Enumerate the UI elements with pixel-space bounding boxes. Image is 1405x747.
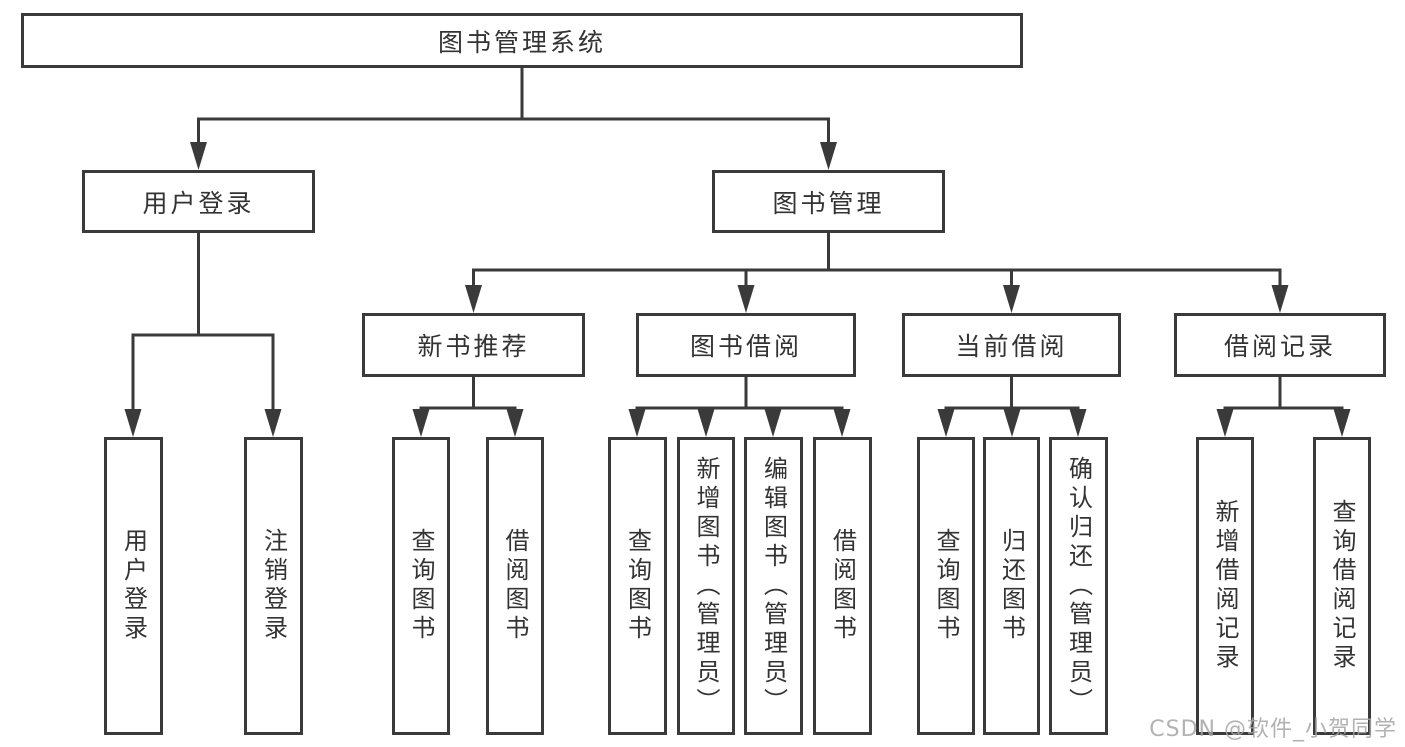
node-borrowing-records: 借阅记录 bbox=[1174, 313, 1386, 377]
leaf-recommend-borrow-book: 借阅图书 bbox=[486, 437, 544, 735]
leaf-query-borrow-record: 查询借阅记录 bbox=[1313, 437, 1371, 735]
leaf-current-query-book: 查询图书 bbox=[917, 437, 975, 735]
leaf-user-login: 用户登录 bbox=[104, 437, 163, 735]
leaf-add-borrow-record: 新增借阅记录 bbox=[1196, 437, 1254, 735]
node-new-book-recommend: 新书推荐 bbox=[362, 313, 585, 377]
leaf-borrowing-query-book: 查询图书 bbox=[608, 437, 667, 735]
leaf-add-book-admin: 新增图书（管理员） bbox=[677, 437, 735, 735]
leaf-edit-book-admin: 编辑图书（管理员） bbox=[744, 437, 803, 735]
node-library-management-system: 图书管理系统 bbox=[21, 13, 1023, 68]
leaf-logout: 注销登录 bbox=[244, 437, 303, 735]
node-book-borrowing: 图书借阅 bbox=[636, 313, 856, 377]
leaf-borrowing-borrow-book: 借阅图书 bbox=[813, 437, 872, 735]
leaf-confirm-return-admin: 确认归还（管理员） bbox=[1049, 437, 1108, 735]
leaf-recommend-query-book: 查询图书 bbox=[392, 437, 450, 735]
node-current-borrowing: 当前借阅 bbox=[902, 313, 1121, 377]
node-book-management: 图书管理 bbox=[712, 170, 945, 233]
csdn-watermark: CSDN @软件_小贺同学 bbox=[1149, 717, 1397, 742]
node-user-login: 用户登录 bbox=[82, 170, 315, 233]
leaf-return-book: 归还图书 bbox=[983, 437, 1040, 735]
